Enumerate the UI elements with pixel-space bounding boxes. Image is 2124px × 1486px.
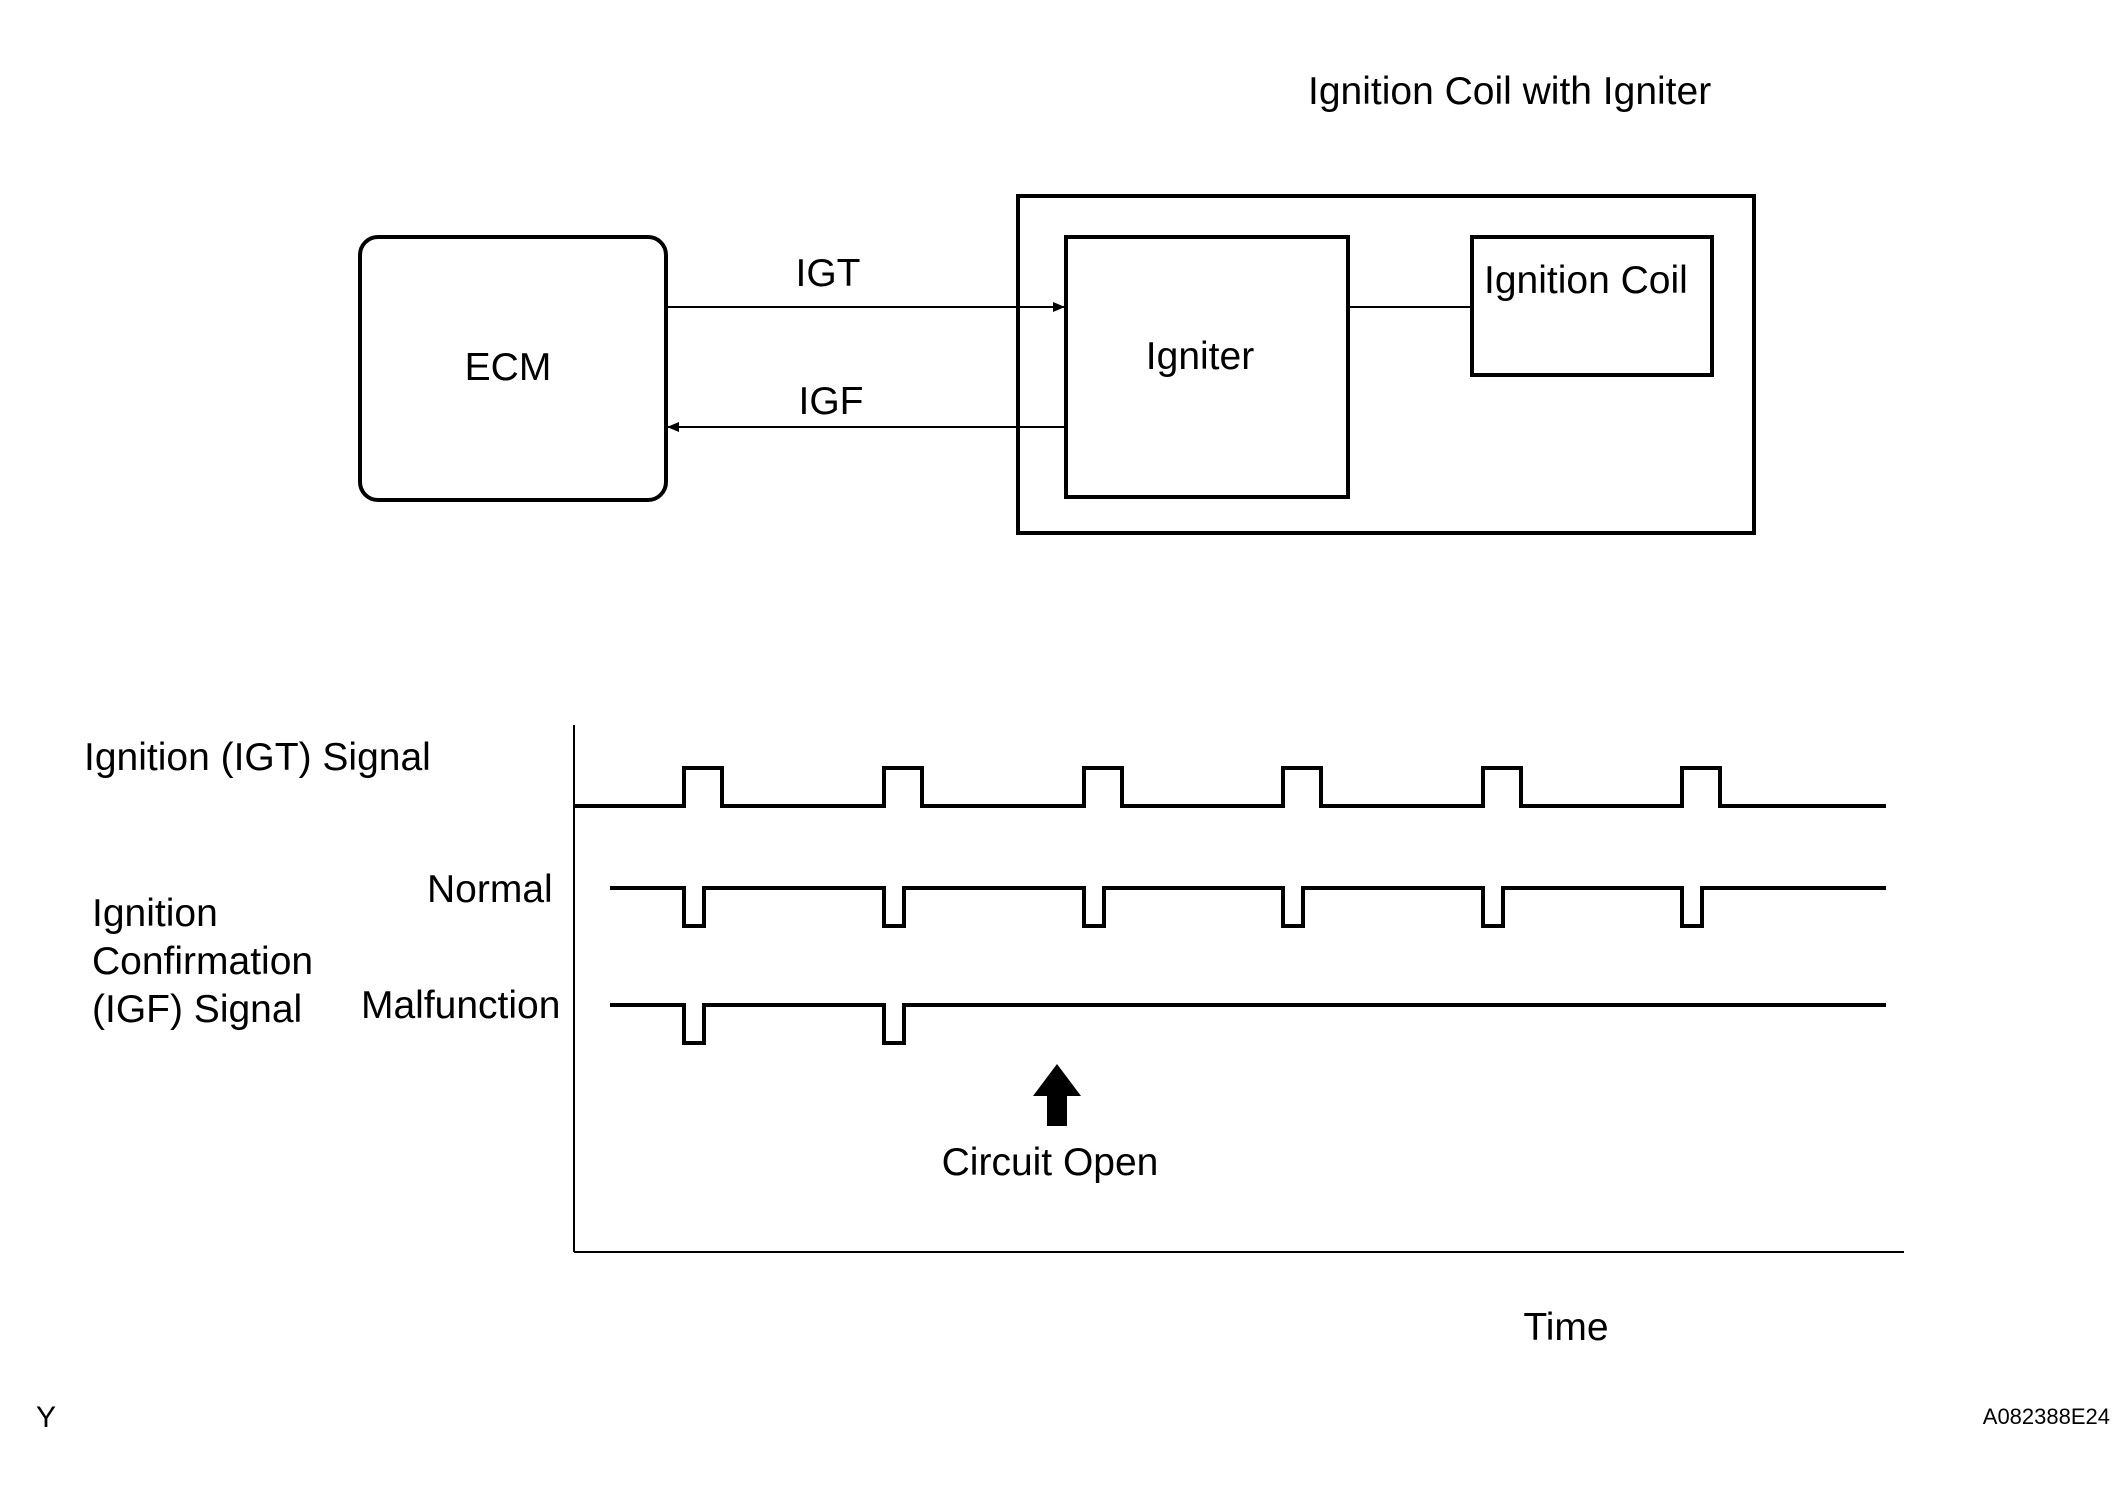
- ecm-label: ECM: [465, 346, 552, 389]
- time-label: Time: [1523, 1306, 1608, 1349]
- module-title: Ignition Coil with Igniter: [1308, 70, 1711, 113]
- circuit-open-label: Circuit Open: [942, 1141, 1159, 1184]
- ecm-box: [358, 235, 668, 502]
- normal-label: Normal: [427, 868, 553, 911]
- igf-signal-label-line-3: (IGF) Signal: [92, 988, 302, 1031]
- malfunction-label: Malfunction: [361, 984, 560, 1027]
- footer-left-code: Y: [36, 1401, 56, 1434]
- igf-label: IGF: [799, 380, 864, 423]
- ecm-block: ECM: [358, 235, 668, 502]
- igt-signal-waveform: [574, 766, 1886, 808]
- igf-normal-waveform: [610, 886, 1886, 928]
- ignition-coil-label: Ignition Coil: [1484, 259, 1688, 302]
- igf-malfunction-waveform: [610, 1003, 1886, 1045]
- ignition-coil-box: [1470, 235, 1714, 377]
- igf-signal-label: Ignition Confirmation (IGF) Signal: [92, 892, 324, 1031]
- timing-axes: [573, 725, 1904, 1253]
- igt-signal-arrow: IGT: [666, 252, 1065, 312]
- igniter-block: Igniter: [1064, 235, 1350, 499]
- igniter-box: [1064, 235, 1350, 499]
- igf-signal-arrow: IGF: [667, 380, 1066, 432]
- igt-signal-label: Ignition (IGT) Signal: [84, 736, 431, 779]
- circuit-open-marker: Circuit Open: [942, 1064, 1159, 1184]
- igf-signal-label-line-1: Ignition: [92, 892, 218, 935]
- up-arrow-icon: [1033, 1064, 1081, 1126]
- igt-label: IGT: [796, 252, 861, 295]
- igniter-label: Igniter: [1146, 335, 1254, 378]
- ignition-coil-with-igniter-box: [1016, 194, 1756, 535]
- ignition-coil-block: Ignition Coil: [1470, 235, 1714, 377]
- figure-id: A082388E24: [1983, 1404, 2110, 1429]
- igf-signal-label-line-2: Confirmation: [92, 940, 313, 983]
